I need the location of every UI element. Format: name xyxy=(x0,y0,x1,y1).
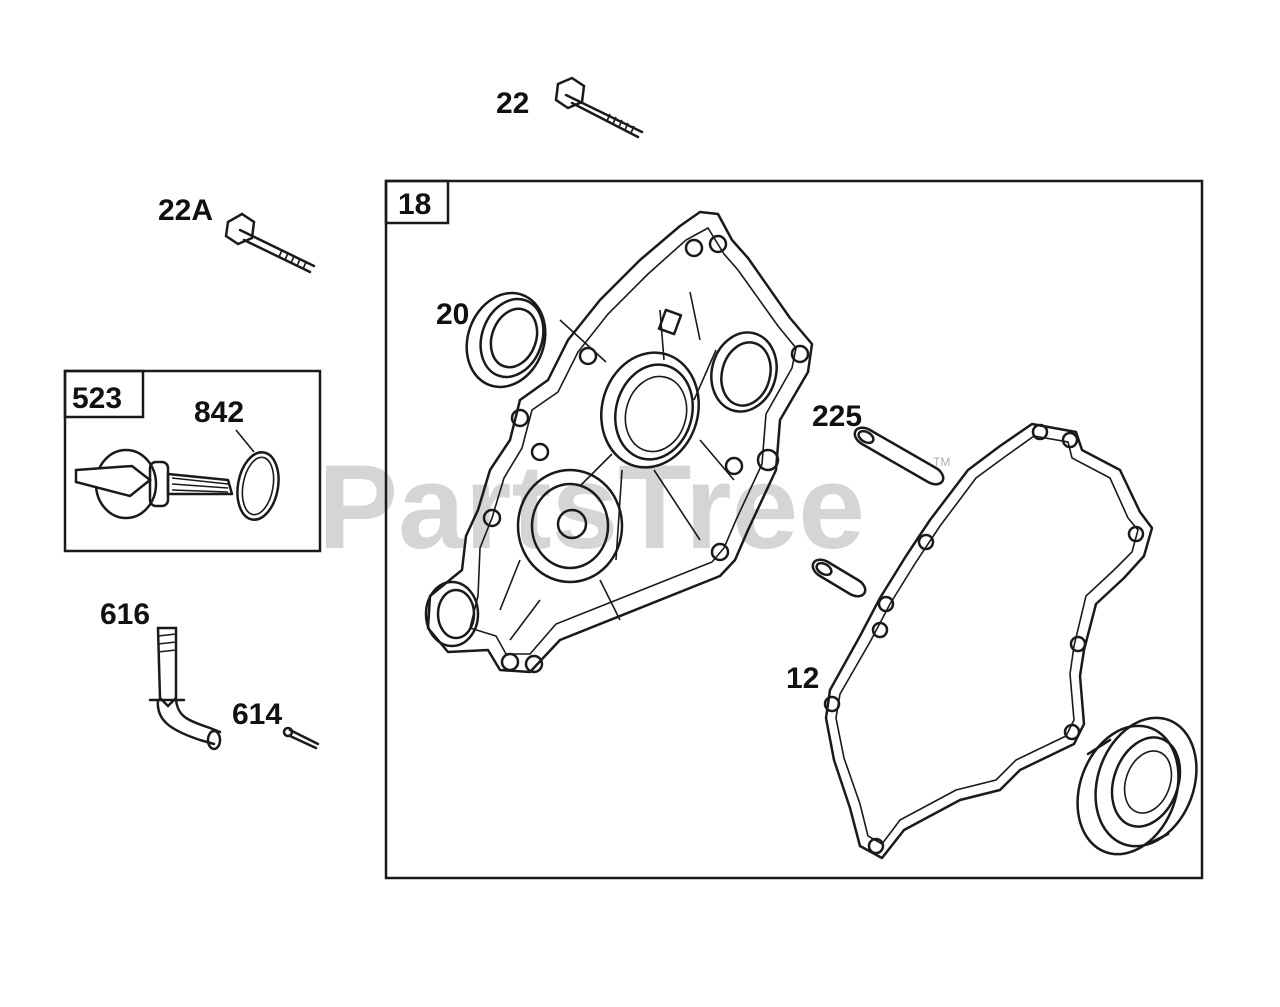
crankcase-cover[interactable] xyxy=(424,210,814,674)
watermark-trademark: TM xyxy=(933,455,950,469)
part-12-gasket[interactable] xyxy=(823,422,1154,860)
part-225-dowel-pins[interactable] xyxy=(811,426,945,598)
callout-842: 842 xyxy=(194,396,244,429)
watermark-text: PartsTree xyxy=(318,440,865,574)
assembly-18-frame xyxy=(384,179,1204,880)
part-20-oil-seal[interactable] xyxy=(454,282,558,398)
bearing[interactable] xyxy=(1060,704,1213,869)
callout-225: 225 xyxy=(812,400,862,433)
assembly-18-tag xyxy=(384,179,450,225)
callout-20: 20 xyxy=(436,298,469,331)
callout-18: 18 xyxy=(398,188,431,221)
part-842-o-ring[interactable] xyxy=(232,429,283,523)
part-614-cotter-pin[interactable] xyxy=(282,726,320,750)
part-22-bolt[interactable] xyxy=(554,76,644,139)
callout-12: 12 xyxy=(786,662,819,695)
assembly-523-tag xyxy=(63,369,145,419)
callout-523: 523 xyxy=(72,382,122,415)
part-22a-bolt[interactable] xyxy=(224,212,316,274)
callout-22: 22 xyxy=(496,87,529,120)
callout-614: 614 xyxy=(232,698,282,731)
callout-616: 616 xyxy=(100,598,150,631)
assembly-523-frame xyxy=(63,369,322,553)
callout-22a: 22A xyxy=(158,194,213,227)
part-616-breather-tube[interactable] xyxy=(148,626,222,751)
part-523-dipstick-cap[interactable] xyxy=(74,448,234,520)
